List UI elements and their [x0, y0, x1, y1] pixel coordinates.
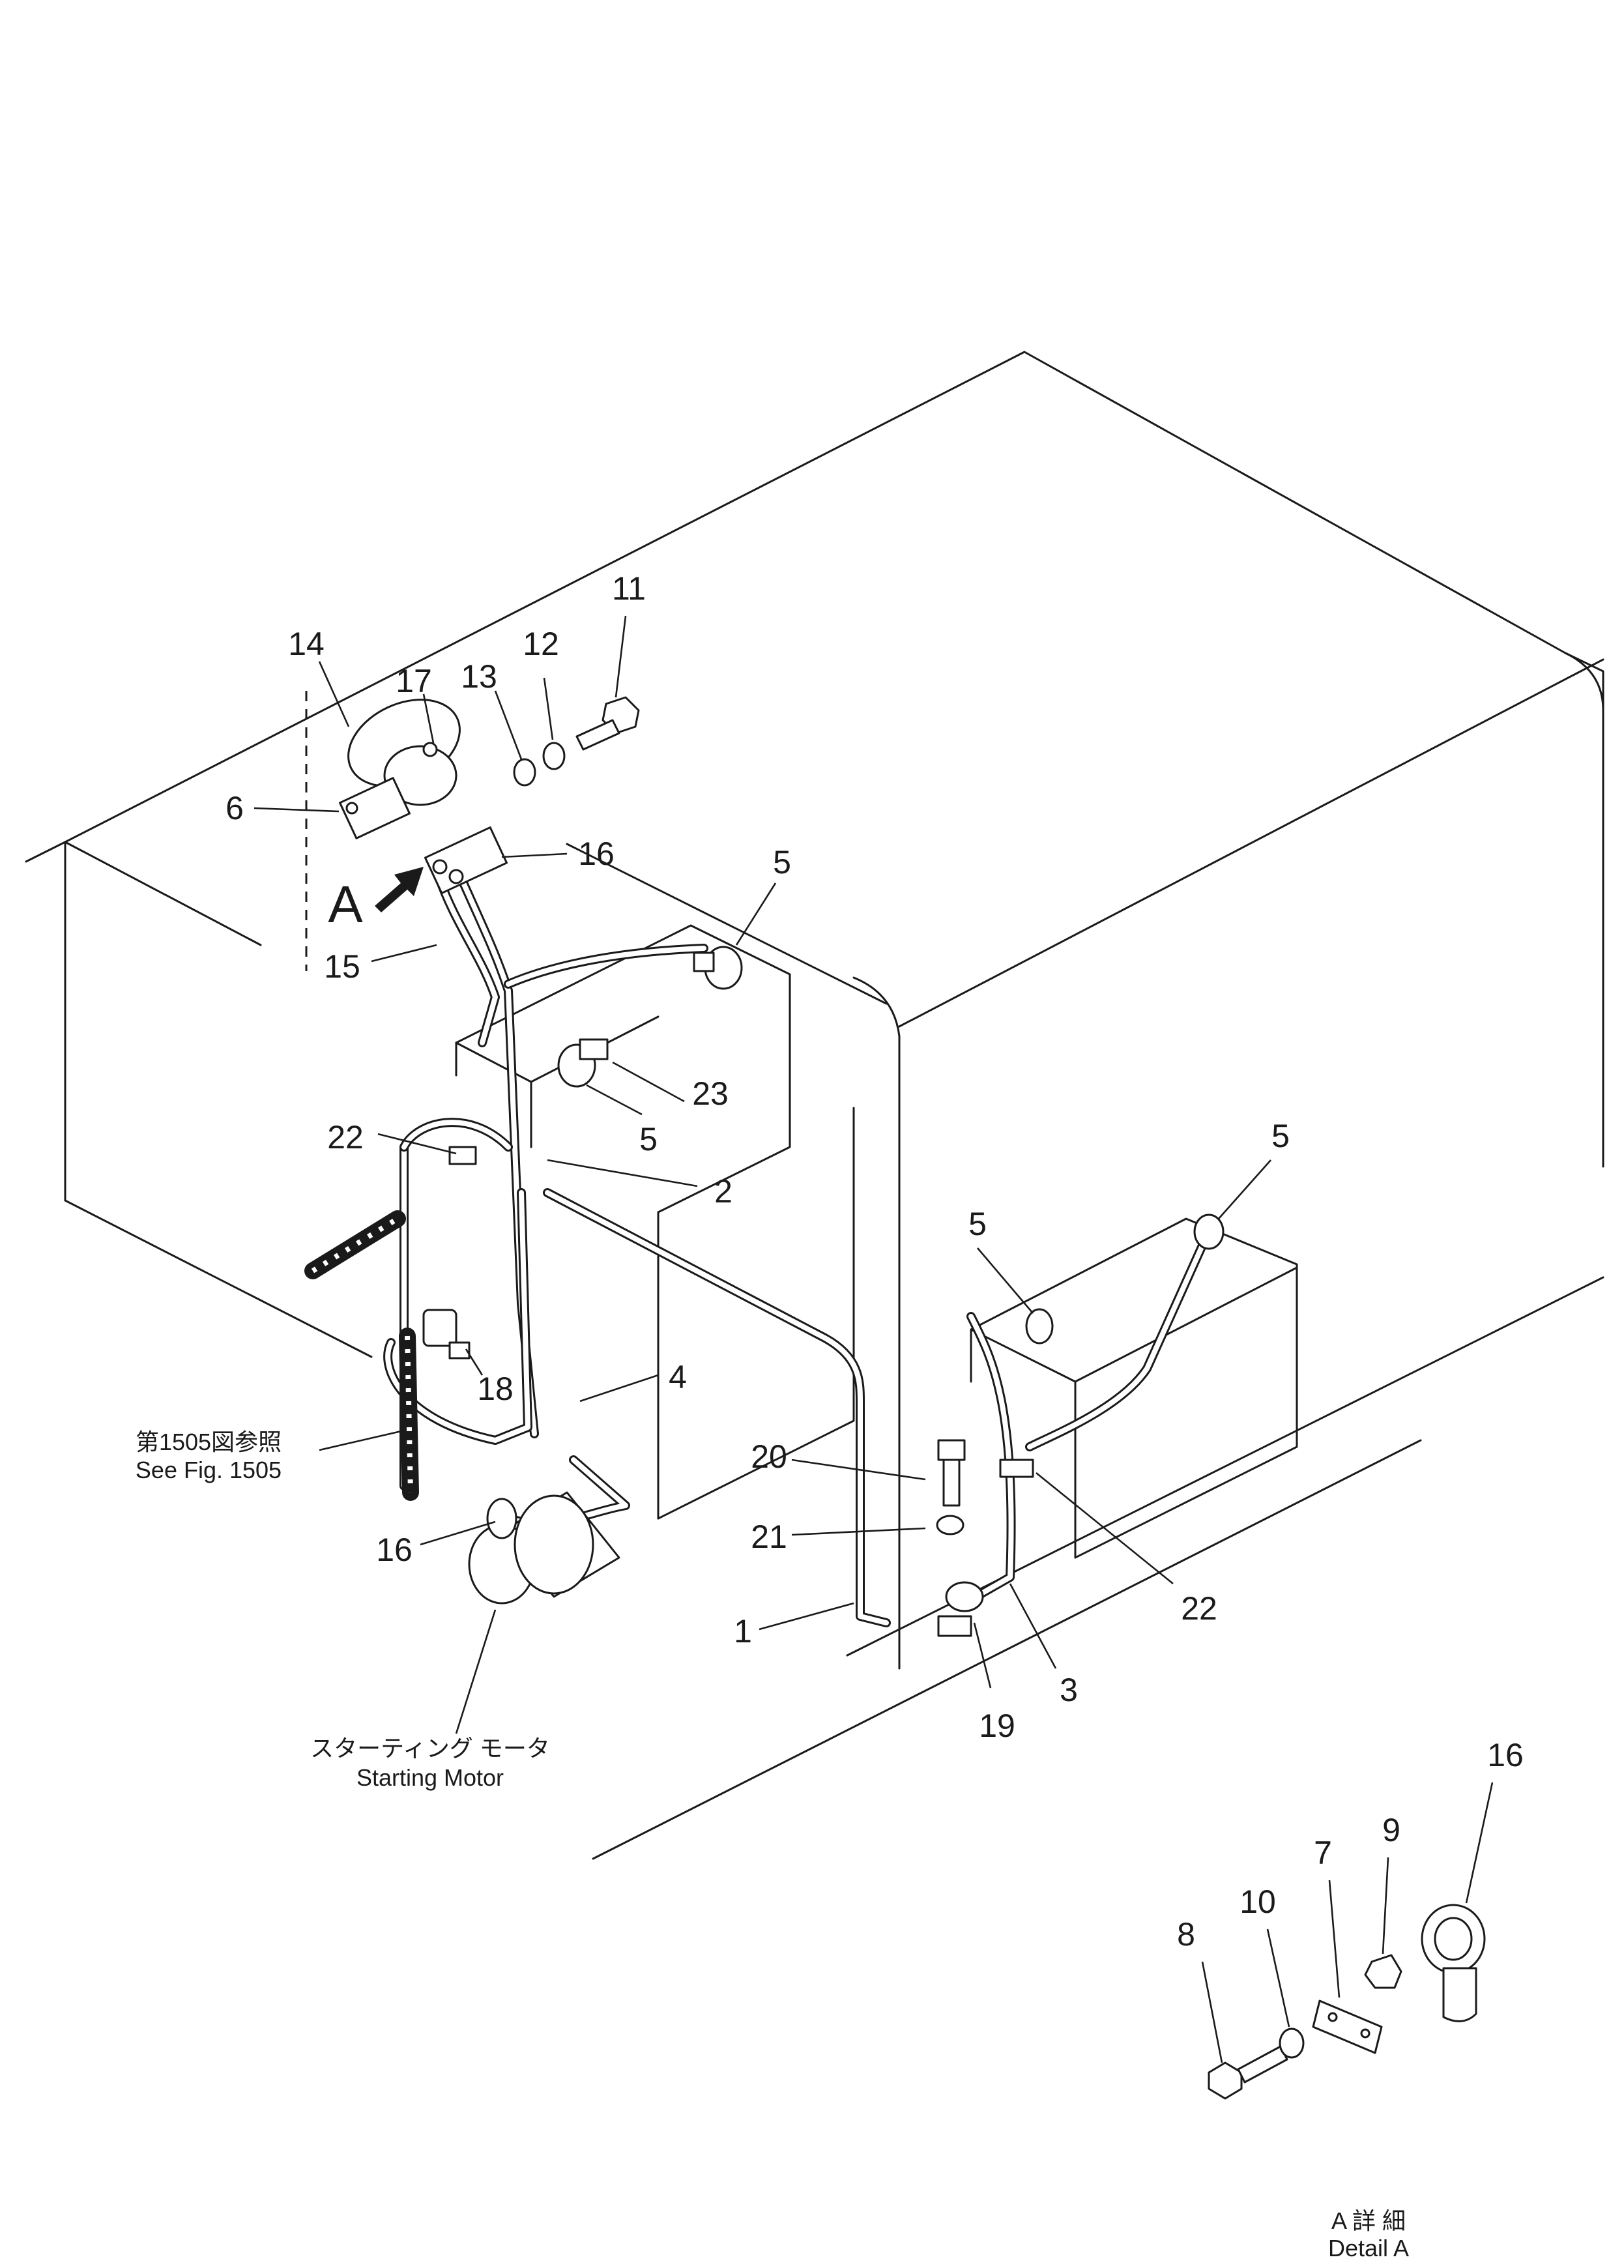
battery-left [455, 924, 855, 1520]
callout-12: 12 [523, 626, 559, 662]
callout-7: 7 [1314, 1835, 1332, 1871]
callout-5-battery: 5 [968, 1206, 987, 1242]
terminal-cap-5-left-batt [1025, 1308, 1054, 1345]
terminal-cap-5-right [1193, 1214, 1225, 1250]
bolt-11 [575, 696, 640, 751]
callout-22-right: 22 [1181, 1590, 1217, 1627]
ground-strap [304, 1210, 419, 1501]
callout-14: 14 [288, 626, 325, 662]
callout-17: 17 [396, 663, 432, 699]
starter-relay [339, 699, 461, 839]
callout-8: 8 [1177, 1916, 1195, 1953]
starting-motor-label-jp: スターティング モータ [310, 1735, 550, 1762]
detail-a-label-jp: A 詳 細 [1331, 2207, 1406, 2234]
detail-a-bolt-8 [1208, 2045, 1288, 2100]
clamp-19 [937, 1581, 984, 1637]
terminal-cap-5-upper [693, 946, 743, 990]
callout-18: 18 [477, 1371, 514, 1407]
callout-4: 4 [669, 1359, 687, 1395]
view-a-arrow [375, 867, 424, 912]
callout-16-mid: 16 [376, 1532, 413, 1568]
callout-5-upper: 5 [773, 844, 791, 880]
callout-22-left: 22 [327, 1119, 364, 1156]
bolt-20 [937, 1439, 966, 1507]
frame-outline [25, 351, 1604, 1860]
callout-10: 10 [1240, 1883, 1276, 1920]
callout-16-detail: 16 [1487, 1737, 1524, 1773]
callout-2: 2 [714, 1173, 732, 1210]
callout-6: 6 [225, 790, 244, 826]
callout-1: 1 [734, 1613, 752, 1650]
battery-right [970, 1217, 1298, 1559]
washer-13 [513, 758, 536, 787]
callout-20: 20 [751, 1438, 787, 1475]
callout-9: 9 [1382, 1812, 1400, 1848]
callout-3: 3 [1060, 1672, 1078, 1708]
see-fig-note-en: See Fig. 1505 [136, 1457, 282, 1483]
callout-16-top: 16 [578, 836, 615, 872]
detail-a-washer-10 [1279, 2028, 1305, 2059]
callout-5-mid: 5 [639, 1121, 658, 1157]
clamp-18 [422, 1309, 471, 1359]
notes: 第1505図参照 See Fig. 1505 スターティング モータ Start… [136, 1429, 1409, 2261]
detail-a-terminal-16 [1421, 1904, 1486, 2022]
washer-21 [936, 1515, 964, 1535]
callout-13: 13 [461, 658, 497, 695]
detail-a-nut-9 [1364, 1954, 1402, 1989]
starting-motor-label-en: Starting Motor [356, 1764, 504, 1791]
callout-11: 11 [612, 570, 646, 607]
terminal-cap-5-mid [557, 1038, 609, 1088]
terminal-block [424, 826, 508, 894]
callout-5-right: 5 [1271, 1118, 1290, 1154]
starting-motor [468, 1491, 620, 1605]
washer-12 [542, 742, 566, 770]
callout-21: 21 [751, 1519, 787, 1555]
detail-a-label-en: Detail A [1328, 2235, 1409, 2261]
callout-19: 19 [979, 1708, 1015, 1744]
clamp-22-right [999, 1459, 1034, 1478]
leader-lines [254, 615, 1494, 2063]
callout-15: 15 [324, 948, 360, 985]
see-fig-note-jp: 第1505図参照 [136, 1429, 282, 1455]
callout-23: 23 [692, 1075, 729, 1112]
clamp-22-left [448, 1146, 477, 1165]
callout-numbers: 11 12 13 14 17 6 16 A 15 5 23 5 22 2 5 5… [225, 570, 1524, 1953]
detail-a-plate-7 [1312, 1999, 1383, 2054]
view-marker-a: A [328, 875, 363, 933]
